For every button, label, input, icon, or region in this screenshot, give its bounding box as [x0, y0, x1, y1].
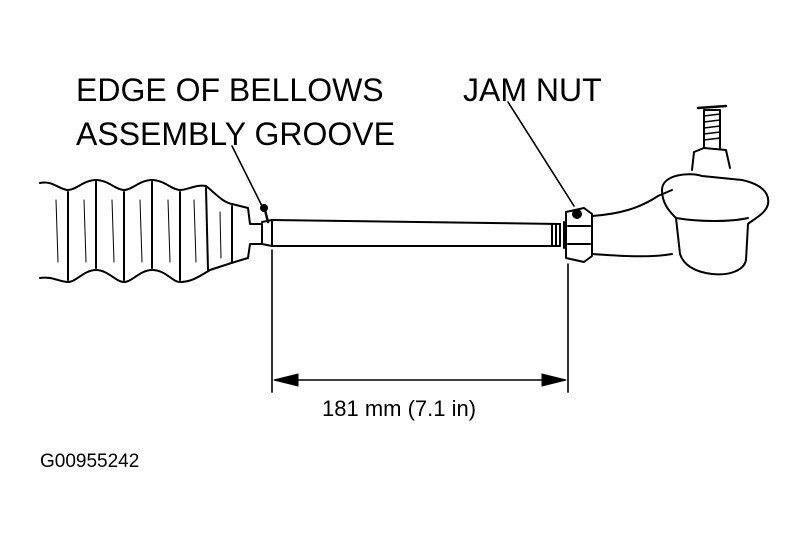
leader-line-jam-nut — [507, 101, 575, 207]
dimension-line — [273, 373, 567, 387]
dimension-label: 181 mm (7.1 in) — [322, 396, 477, 421]
leader-line-bellows-edge — [231, 145, 263, 207]
label-bellows-edge-line1: EDGE OF BELLOWS — [76, 72, 384, 108]
tie-rod-end — [591, 104, 770, 276]
label-bellows-edge-line2: ASSEMBLY GROOVE — [76, 116, 395, 152]
figure-id-label: G00955242 — [40, 451, 140, 472]
label-jam-nut: JAM NUT — [463, 72, 602, 108]
jam-nut — [565, 207, 593, 263]
tie-rod-shaft — [271, 219, 565, 249]
bellows-boot — [39, 179, 263, 283]
